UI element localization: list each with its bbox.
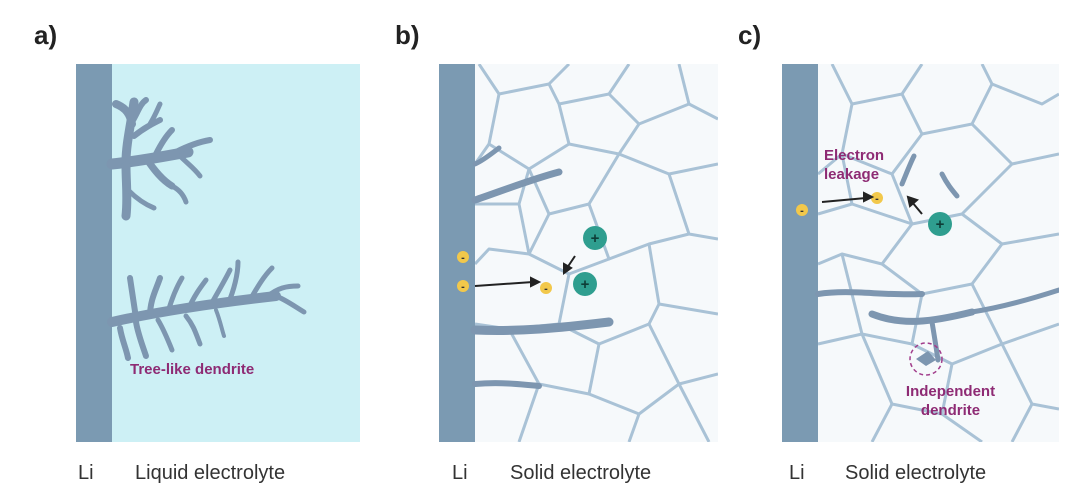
panel-b-electrolyte-label: Solid electrolyte — [510, 462, 652, 484]
independent-dendrite — [909, 342, 943, 376]
electron: - — [871, 192, 883, 205]
panel-c-electrolyte-label: Solid electrolyte — [845, 462, 987, 484]
svg-text:+: + — [591, 230, 600, 247]
svg-text:-: - — [461, 281, 465, 293]
lithium-cation: + — [573, 272, 597, 296]
arrow-cation-migration — [563, 255, 576, 275]
panel-a-electrode-label: Li — [78, 462, 94, 484]
panel-c-diagram: + - - — [782, 64, 1059, 442]
tree-like-dendrite-label: Tree-like dendrite — [130, 361, 255, 378]
arrow-electron-transfer — [474, 276, 542, 288]
tree-dendrite-upper — [106, 97, 213, 221]
lithium-cation: + — [583, 226, 607, 250]
panel-a-diagram — [76, 64, 360, 442]
lithium-electrode — [439, 64, 475, 442]
panel-b-label: b) — [395, 20, 420, 50]
grain-boundary-dendrites — [470, 145, 614, 389]
svg-text:-: - — [544, 283, 548, 295]
independent-dendrite-label: Independent dendrite — [905, 383, 996, 419]
lithium-electrode — [76, 64, 112, 442]
arrow-cation-migration — [906, 195, 923, 215]
panel-b-electrode-label: Li — [452, 462, 468, 484]
svg-text:+: + — [581, 276, 590, 293]
grain-boundary-lithium-deposits — [815, 153, 1059, 363]
electron: - — [457, 251, 469, 264]
electron-leakage-label: Electron leakage — [824, 147, 885, 183]
electron: - — [796, 204, 808, 217]
electron: - — [540, 282, 552, 295]
panel-a-electrolyte-label: Liquid electrolyte — [135, 462, 286, 484]
arrow-electron-leakage — [821, 191, 875, 203]
lithium-cation: + — [928, 212, 952, 236]
electron: - — [457, 280, 469, 293]
svg-text:-: - — [875, 193, 879, 205]
svg-text:+: + — [936, 216, 945, 233]
panel-c-electrode-label: Li — [789, 462, 805, 484]
liquid-electrolyte-region — [112, 64, 360, 442]
svg-text:-: - — [800, 205, 804, 217]
lithium-electrode — [782, 64, 818, 442]
solid-electrolyte-region — [782, 64, 1059, 442]
panel-c-label: c) — [738, 20, 762, 50]
tree-dendrite-lower — [107, 259, 307, 361]
panel-b-diagram: + + - - - — [439, 64, 718, 442]
svg-text:-: - — [461, 252, 465, 264]
panel-a-label: a) — [34, 20, 58, 50]
